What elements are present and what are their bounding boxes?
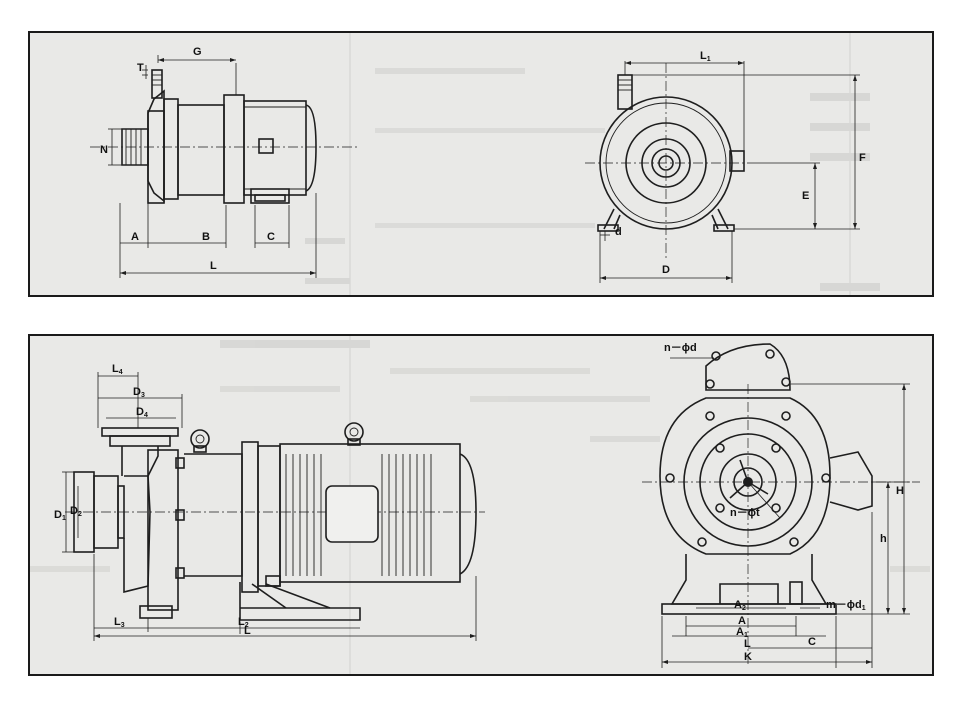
label-A2: A2 bbox=[734, 599, 746, 612]
label-T: T bbox=[137, 62, 144, 74]
top-side-view bbox=[90, 55, 360, 278]
label-L: L bbox=[210, 260, 217, 272]
bottom-front-view bbox=[642, 343, 920, 668]
bottom-front-view-labels: n－ϕd n－ϕt H h A2 A A1 m－ϕd1 L C K bbox=[664, 342, 904, 663]
label-d: d bbox=[615, 226, 622, 238]
label-A: A bbox=[131, 231, 139, 243]
label-G: G bbox=[193, 46, 202, 58]
label-L-front: L bbox=[744, 638, 751, 650]
label-L2: L2 bbox=[238, 616, 249, 629]
label-K: K bbox=[744, 651, 752, 663]
label-A: A bbox=[738, 615, 746, 627]
label-C: C bbox=[267, 231, 275, 243]
label-n-phi-d: n－ϕd bbox=[664, 342, 697, 354]
label-F: F bbox=[859, 152, 866, 164]
label-E: E bbox=[802, 190, 809, 202]
label-D2: D2 bbox=[70, 505, 82, 518]
label-A1: A1 bbox=[736, 626, 748, 639]
label-m-phi-d1: m－ϕd1 bbox=[826, 599, 866, 612]
bottom-drawing-panel: L4 D3 D4 D1 D2 L3 L2 L bbox=[28, 334, 934, 676]
label-L-overall: L bbox=[244, 625, 251, 637]
ghost-text-bottom bbox=[30, 336, 930, 674]
ghost-text bbox=[305, 33, 880, 295]
label-h: h bbox=[880, 533, 887, 545]
top-front-view bbox=[585, 61, 860, 283]
top-side-view-labels: G T N A B C L bbox=[100, 46, 275, 272]
bottom-side-view bbox=[62, 372, 485, 641]
top-front-view-labels: L1 F E d D bbox=[615, 50, 866, 276]
label-D3: D3 bbox=[133, 386, 145, 399]
label-H: H bbox=[896, 485, 904, 497]
label-B: B bbox=[202, 231, 210, 243]
label-N: N bbox=[100, 144, 108, 156]
label-D1: D1 bbox=[54, 509, 66, 522]
top-drawing-panel: G T N A B C L bbox=[28, 31, 934, 297]
bottom-side-view-labels: L4 D3 D4 D1 D2 L3 L2 L bbox=[54, 363, 251, 637]
label-D4: D4 bbox=[136, 406, 148, 419]
bottom-drawing-svg: L4 D3 D4 D1 D2 L3 L2 L bbox=[30, 336, 930, 674]
top-drawing-svg: G T N A B C L bbox=[90, 33, 880, 295]
label-L1: L1 bbox=[700, 50, 711, 63]
label-L4: L4 bbox=[112, 363, 123, 376]
label-D: D bbox=[662, 264, 670, 276]
label-C-front: C bbox=[808, 636, 816, 648]
label-n-phi-t: n－ϕt bbox=[730, 507, 760, 519]
label-L3: L3 bbox=[114, 616, 125, 629]
